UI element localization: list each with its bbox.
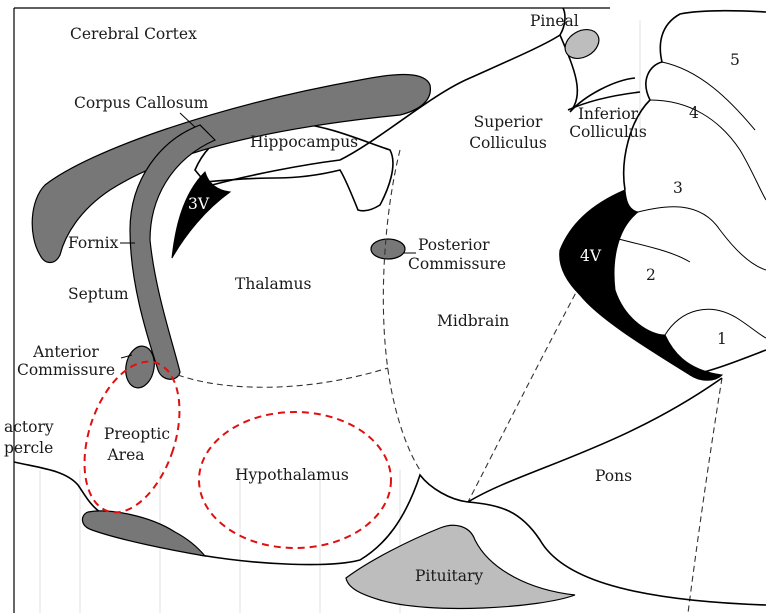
label-posterior-commissure-line1: Posterior: [418, 236, 490, 254]
label-pituitary: Pituitary: [415, 567, 483, 585]
fourth-ventricle: [560, 190, 722, 380]
label-inferior-colliculus-line1: Inferior: [578, 105, 639, 123]
label-olfactory-tubercle-line1: actory: [4, 418, 54, 436]
thalamus-hypothalamus-boundary: [178, 368, 388, 387]
label-hypothalamus: Hypothalamus: [235, 466, 349, 484]
thalamus-midbrain-boundary: [383, 150, 420, 470]
label-septum: Septum: [68, 285, 129, 303]
label-cerebellum-lobe-1: 1: [717, 330, 727, 348]
third-ventricle: [172, 172, 230, 258]
label-cerebellum-lobe-3: 3: [673, 179, 683, 197]
label-preoptic-area-line1: Preoptic: [104, 425, 170, 443]
posterior-commissure: [371, 239, 405, 259]
cerebellum-fold-5: [662, 62, 755, 130]
label-corpus-callosum: Corpus Callosum: [74, 94, 209, 112]
label-superior-colliculus-line2: Colliculus: [469, 134, 547, 152]
label-olfactory-tubercle-line2: percle: [4, 439, 53, 457]
pons-medulla-boundary: [688, 378, 722, 613]
label-third-ventricle: 3V: [188, 195, 210, 213]
label-pons: Pons: [595, 467, 632, 485]
cerebellum-fold-2: [615, 238, 690, 262]
cerebellum-fold-4-5: [650, 100, 766, 200]
label-anterior-commissure-line2: Commissure: [17, 361, 115, 379]
optic-chiasm: [82, 511, 205, 556]
label-cerebellum-lobe-5: 5: [730, 51, 740, 69]
label-thalamus: Thalamus: [235, 275, 311, 293]
cerebellum-fold-2-3: [638, 207, 766, 270]
cerebellum-fold-1-2: [665, 309, 766, 338]
label-fourth-ventricle: 4V: [580, 247, 602, 265]
label-cerebral-cortex: Cerebral Cortex: [70, 25, 197, 43]
label-fornix: Fornix: [68, 234, 119, 252]
olfactory-outline: [14, 462, 100, 512]
label-hippocampus: Hippocampus: [250, 133, 358, 151]
label-superior-colliculus-line1: Superior: [474, 113, 543, 131]
label-posterior-commissure-line2: Commissure: [408, 255, 506, 273]
label-cerebellum-lobe-2: 2: [646, 266, 656, 284]
label-cerebellum-lobe-4: 4: [689, 104, 699, 122]
label-anterior-commissure-line1: Anterior: [32, 343, 99, 361]
label-midbrain: Midbrain: [437, 312, 509, 330]
cerebellum-outer: [624, 11, 766, 190]
label-inferior-colliculus-line2: Colliculus: [569, 123, 647, 141]
label-pineal: Pineal: [530, 12, 579, 30]
label-preoptic-area-line2: Area: [106, 446, 144, 464]
